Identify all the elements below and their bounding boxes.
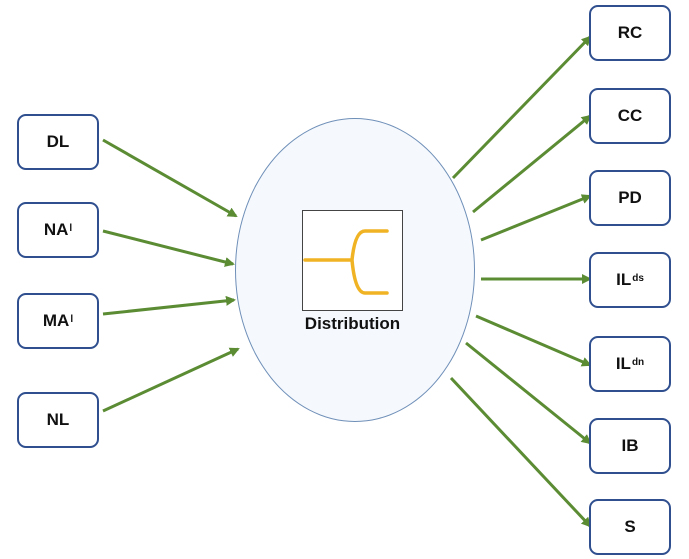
output-arrow-7 <box>449 376 592 528</box>
input-arrow-1 <box>102 138 238 218</box>
distribution-label: Distribution <box>304 314 401 333</box>
output-box-ib-label: IB <box>621 436 639 455</box>
distribution-branch-icon <box>302 210 403 311</box>
output-box-ilds-superscript: ds <box>632 272 644 284</box>
output-box-ib: IB <box>589 418 671 474</box>
output-box-cc: CC <box>589 88 671 144</box>
output-arrow-1 <box>451 35 592 180</box>
output-box-rc-label: RC <box>617 23 643 42</box>
output-box-rc: RC <box>589 5 671 61</box>
input-box-dl: DL <box>17 114 99 170</box>
input-box-nal-label: NA <box>43 220 69 239</box>
branch-icon-drawing <box>303 229 389 295</box>
input-arrow-2 <box>102 229 235 267</box>
output-box-pd-label: PD <box>618 188 642 207</box>
input-box-dl-label: DL <box>46 132 70 151</box>
output-box-pd: PD <box>589 170 671 226</box>
output-arrow-5 <box>475 314 592 367</box>
output-box-cc-label: CC <box>617 106 643 125</box>
input-box-nl: NL <box>17 392 99 448</box>
output-box-ilds-label: IL <box>616 270 632 289</box>
output-box-ildn-label: IL <box>615 354 631 373</box>
output-arrow-3 <box>480 194 592 242</box>
input-box-mal-label: MA <box>42 311 70 330</box>
input-box-mal-superscript: l <box>70 313 74 325</box>
input-arrow-3 <box>102 295 236 316</box>
input-arrow-4 <box>102 347 240 413</box>
output-box-s-label: S <box>624 517 636 536</box>
input-box-nal-superscript: l <box>69 222 73 234</box>
input-box-nl-label: NL <box>46 410 70 429</box>
output-arrow-6 <box>465 341 592 445</box>
output-arrow-2 <box>472 114 592 214</box>
output-box-ildn-superscript: dn <box>631 356 645 368</box>
output-box-s: S <box>589 499 671 555</box>
